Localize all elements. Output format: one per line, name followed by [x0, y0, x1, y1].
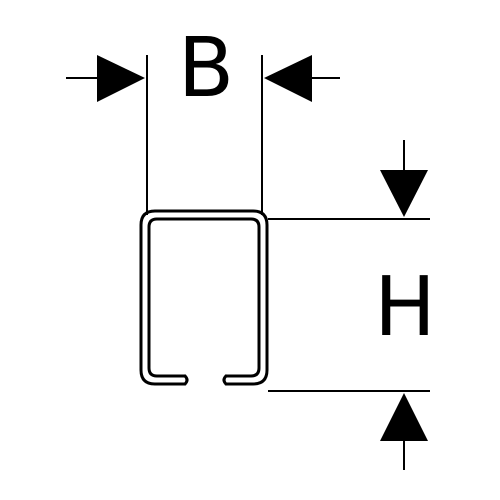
height-label: H	[374, 260, 436, 355]
c-profile-section	[139, 209, 269, 386]
arrow-up-icon	[380, 393, 428, 470]
arrow-right-icon	[66, 55, 145, 102]
width-label: B	[178, 21, 234, 116]
arrow-down-icon	[380, 140, 428, 217]
arrow-left-icon	[264, 55, 340, 102]
